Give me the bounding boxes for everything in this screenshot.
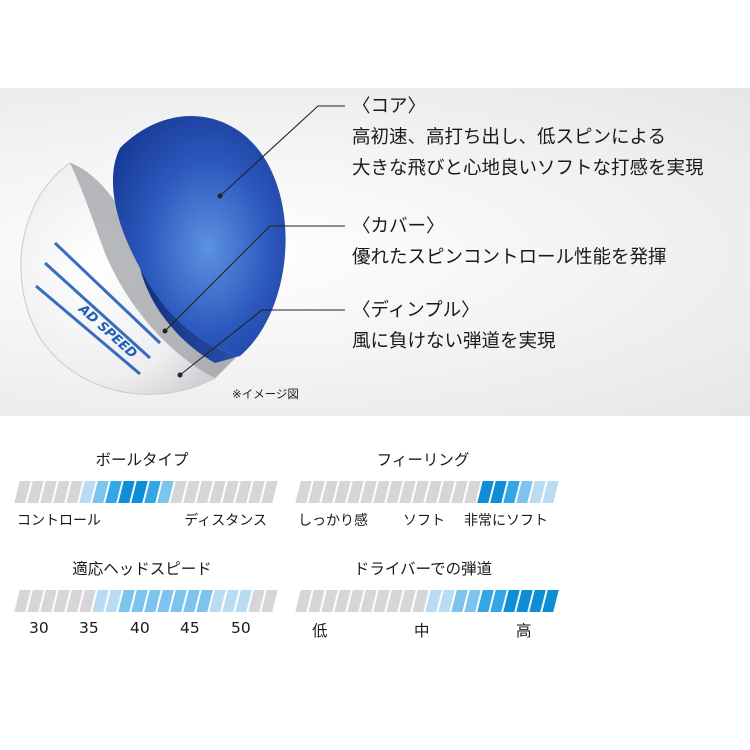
spec-label: 40 bbox=[130, 619, 150, 637]
spec-label: 45 bbox=[180, 619, 200, 637]
spec-title: 適応ヘッドスピード bbox=[72, 560, 212, 578]
core-text-2: 大きな飛びと心地良いソフトな打感を実現 bbox=[352, 158, 704, 179]
cover-callout: 〈カバー〉 優れたスピンコントロール性能を発揮 bbox=[352, 211, 667, 273]
spec-title: ドライバーでの弾道 bbox=[353, 560, 493, 578]
alignment-stripes bbox=[35, 241, 162, 376]
cover-text-1: 優れたスピンコントロール性能を発揮 bbox=[352, 247, 667, 268]
spec-label: 35 bbox=[79, 619, 99, 637]
core-heading: 〈コア〉 bbox=[352, 96, 427, 117]
spec-label: 低 bbox=[312, 622, 328, 640]
spec-bar bbox=[14, 481, 278, 503]
spec-bar bbox=[295, 590, 559, 612]
spec-label: 50 bbox=[231, 619, 251, 637]
image-note: ※イメージ図 bbox=[232, 387, 299, 401]
cover-heading: 〈カバー〉 bbox=[352, 216, 445, 237]
spec-bar bbox=[295, 481, 559, 503]
spec-label: 非常にソフト bbox=[464, 513, 548, 529]
dimple-text-1: 風に負けない弾道を実現 bbox=[352, 331, 556, 352]
core-callout: 〈コア〉 高初速、高打ち出し、低スピンによる 大きな飛びと心地良いソフトな打感を… bbox=[352, 91, 704, 184]
dimple-callout: 〈ディンプル〉 風に負けない弾道を実現 bbox=[352, 295, 556, 357]
ball-cross-section-illustration: AD SPEED bbox=[20, 105, 345, 395]
spec-title: フィーリング bbox=[376, 451, 470, 469]
spec-label: 30 bbox=[29, 619, 49, 637]
core-edge bbox=[140, 268, 240, 363]
spec-label: 中 bbox=[414, 622, 430, 640]
spec-title: ボールタイプ bbox=[95, 451, 189, 469]
dimple-heading: 〈ディンプル〉 bbox=[352, 300, 480, 321]
callout-lines bbox=[164, 105, 345, 376]
spec-label: コントロール bbox=[17, 513, 101, 529]
spec-label: しっかり感 bbox=[298, 513, 368, 529]
cover-layer bbox=[70, 163, 235, 378]
spec-label: 高 bbox=[516, 622, 532, 640]
core-text-1: 高初速、高打ち出し、低スピンによる bbox=[352, 127, 666, 148]
spec-label: ソフト bbox=[403, 513, 445, 529]
spec-label: ディスタンス bbox=[184, 513, 267, 529]
spec-bar bbox=[14, 590, 278, 612]
ball-diagram-area: AD SPEED 〈コア〉 高初速、高打ち出し、低スピンによる 大きな飛びと心地… bbox=[0, 88, 750, 416]
